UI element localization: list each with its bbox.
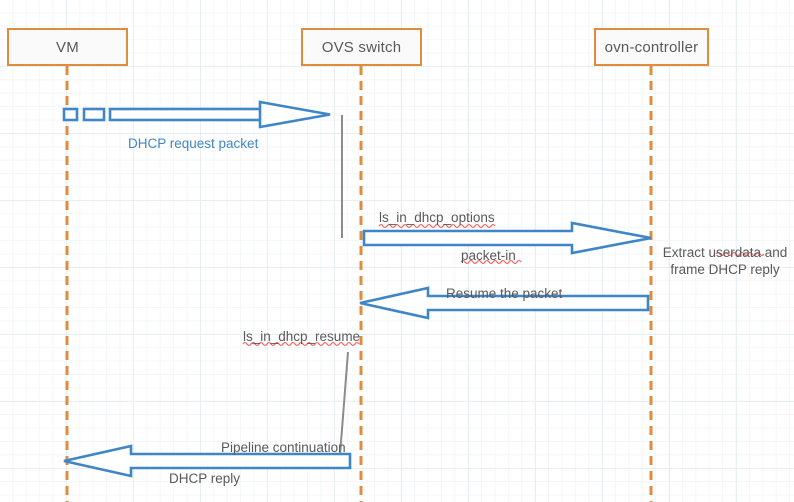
annotation-extract-userdata-line2: frame DHCP reply bbox=[670, 262, 780, 277]
participant-label-ovn-controller: ovn-controller bbox=[604, 38, 699, 56]
participant-box-ovn-controller[interactable]: ovn-controller bbox=[594, 28, 709, 66]
annotation-extract-userdata-line1: Extract userdata and bbox=[662, 245, 788, 260]
message-label-resume-packet: Resume the packet bbox=[446, 286, 563, 301]
message-label-dhcp-request: DHCP request packet bbox=[128, 136, 259, 151]
annotation-extract-userdata: Extract userdata and frame DHCP reply bbox=[660, 244, 790, 278]
annotation-pipeline-continuation: Pipeline continuation bbox=[221, 440, 346, 455]
participant-box-vm[interactable]: VM bbox=[7, 28, 128, 66]
participant-label-ovs-switch: OVS switch bbox=[321, 38, 402, 56]
message-label-ls-in-dhcp-options: ls_in_dhcp_options bbox=[379, 210, 495, 225]
participant-box-ovs-switch[interactable]: OVS switch bbox=[301, 28, 422, 66]
message-arrow-dhcp-request bbox=[62, 100, 331, 129]
annotation-ls-in-dhcp-resume: ls_in_dhcp_resume bbox=[243, 329, 361, 344]
message-label-packet-in: packet-in bbox=[461, 248, 516, 263]
participant-label-vm: VM bbox=[56, 38, 79, 56]
message-label-dhcp-reply: DHCP reply bbox=[169, 471, 241, 486]
